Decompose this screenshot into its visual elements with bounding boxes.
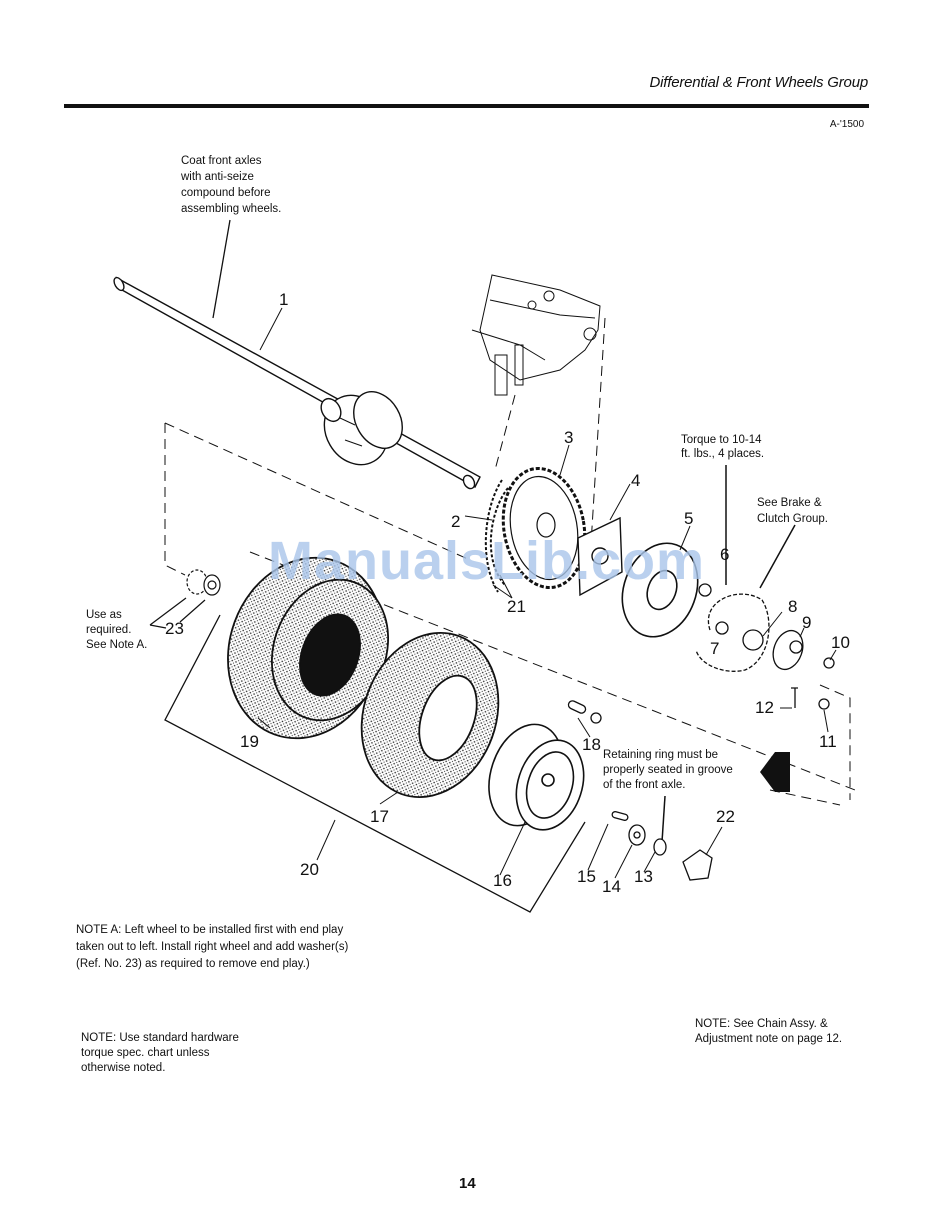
part-number-4: 4 (631, 471, 640, 490)
note-chain: NOTE: See Chain Assy. & Adjustment note … (695, 1018, 843, 1045)
part-number-8: 8 (788, 597, 797, 616)
part-number-18: 18 (582, 735, 601, 754)
note-hardware: NOTE: Use standard hardware torque spec.… (81, 1032, 239, 1074)
wheel-rim (488, 723, 585, 831)
callout-coat-axles: Coat front axles with anti-seize compoun… (181, 155, 282, 215)
part-number-15: 15 (577, 867, 596, 886)
part-number-6: 6 (720, 545, 729, 564)
callout-torque: Torque to 10-14 ft. lbs., 4 places. (681, 434, 765, 460)
part-number-9: 9 (802, 613, 811, 632)
page-title: Differential & Front Wheels Group (649, 74, 869, 91)
leaders-23 (149, 597, 206, 629)
small-parts (567, 700, 713, 881)
front-axle (113, 276, 481, 490)
header-rule (64, 104, 869, 108)
brake-drum (621, 542, 699, 638)
part-number-11: 11 (819, 732, 837, 751)
callout-retaining-ring: Retaining ring must be properly seated i… (603, 749, 733, 791)
part-number-2: 2 (451, 512, 460, 531)
part-number-22: 22 (716, 807, 735, 826)
part-number-16: 16 (493, 871, 512, 890)
tire (227, 556, 389, 740)
part-number-23: 23 (165, 619, 184, 638)
part-number-10: 10 (831, 633, 850, 652)
part-number-19: 19 (240, 732, 259, 751)
part-number-12: 12 (755, 698, 774, 717)
mounting-plate (577, 516, 623, 597)
part-number-7: 7 (710, 639, 719, 658)
arrows (661, 465, 796, 843)
wheel-assembly-bracket (164, 614, 586, 913)
part-number-21: 21 (507, 597, 526, 616)
hub-hardware (695, 583, 835, 710)
inner-tube (360, 632, 500, 798)
callout-use-as-required: Use as required. See Note A. (86, 609, 148, 651)
page-number: 14 (459, 1175, 476, 1192)
part-leaders (257, 444, 837, 879)
part-number-1: 1 (279, 290, 288, 309)
sprocket (501, 467, 587, 589)
note-a: NOTE A: Left wheel to be installed first… (76, 924, 349, 970)
callout-brake-clutch: See Brake & Clutch Group. (757, 497, 828, 525)
axle-leader-1 (259, 307, 283, 351)
direction-arrow-icon (760, 752, 790, 792)
part-number-13: 13 (634, 867, 653, 886)
figure-id: A-'1500 (829, 119, 864, 130)
watermark: ManualsLib.com (268, 531, 706, 591)
chain (484, 479, 509, 593)
part-number-14: 14 (602, 877, 621, 896)
part-number-17: 17 (370, 807, 389, 826)
transaxle-housing (471, 274, 601, 396)
washer-23 (186, 569, 221, 596)
part-number-5: 5 (684, 509, 693, 528)
part-number-3: 3 (564, 428, 573, 447)
phantom-lines (164, 317, 856, 806)
part-number-20: 20 (300, 860, 319, 879)
coat-leader (212, 219, 231, 319)
